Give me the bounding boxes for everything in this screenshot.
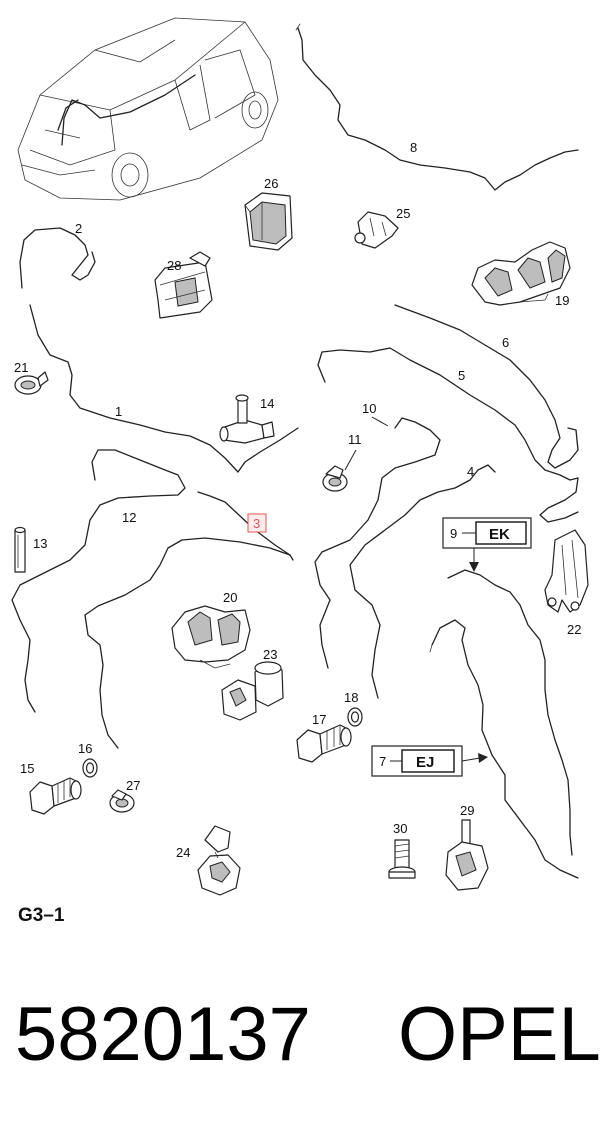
tee-connector-14: [219, 394, 275, 444]
callout-26: 26: [264, 176, 278, 191]
callout-30: 30: [393, 821, 407, 836]
callout-6: 6: [502, 335, 509, 350]
callout-18: 18: [344, 690, 358, 705]
callout-27: 27: [126, 778, 140, 793]
clip-24: [197, 825, 241, 896]
brake-pipe-4: [349, 464, 496, 699]
bracket-22: [544, 529, 589, 613]
banjo-bolt-15: [29, 777, 82, 815]
callout-20: 20: [223, 590, 237, 605]
callout-22: 22: [567, 622, 581, 637]
clamp-11: [322, 465, 348, 492]
callout-12: 12: [122, 510, 136, 525]
bolt-30: [388, 839, 416, 879]
callout-28: 28: [167, 258, 181, 273]
callout-10: 10: [362, 401, 376, 416]
clip-29: [445, 819, 489, 891]
clip-28: [154, 251, 213, 319]
holder-20: [171, 605, 251, 669]
callout-24: 24: [176, 845, 190, 860]
callout-7: 7: [379, 754, 386, 769]
callout-9: 9: [450, 526, 457, 541]
brand-name: OPEL: [398, 992, 600, 1077]
washer-16: [82, 758, 98, 778]
callout-4: 4: [467, 464, 474, 479]
callout-3-highlight[interactable]: 3: [247, 513, 267, 533]
brake-pipe-5: [317, 347, 579, 481]
brake-pipe-6: [394, 304, 579, 469]
callout-11: 11: [348, 432, 362, 447]
brake-pipe-3: [197, 491, 294, 561]
callout-21: 21: [14, 360, 28, 375]
clamp-21: [14, 371, 49, 395]
brake-pipe-9: [447, 569, 573, 856]
callout-17: 17: [312, 712, 326, 727]
callout-13: 13: [33, 536, 47, 551]
clamp-27: [109, 789, 135, 813]
clip-23: [221, 661, 284, 721]
callout-1: 1: [115, 404, 122, 419]
callout-8: 8: [410, 140, 417, 155]
part-number: 5820137: [15, 992, 311, 1077]
callout-29: 29: [460, 803, 474, 818]
brake-pipe-1: [29, 304, 299, 473]
sheet-label: G3–1: [18, 905, 65, 926]
clip-25: [354, 211, 399, 249]
banjo-bolt-17: [296, 724, 352, 763]
sleeve-26: [244, 192, 293, 251]
callout-14: 14: [260, 396, 274, 411]
callout-19: 19: [555, 293, 569, 308]
callout-15: 15: [20, 761, 34, 776]
callout-3: 3: [253, 516, 260, 531]
holder-19: [471, 241, 571, 306]
callout-25: 25: [396, 206, 410, 221]
vehicle-location-sketch: [17, 17, 279, 201]
variant-box-ej: 7 EJ: [371, 745, 488, 777]
callout-23: 23: [263, 647, 277, 662]
brake-pipe-10: [314, 417, 441, 669]
variant-label-ek: EK: [489, 526, 510, 543]
callout-2: 2: [75, 221, 82, 236]
callout-5: 5: [458, 368, 465, 383]
variant-label-ej: EJ: [416, 754, 434, 771]
variant-box-ek: 9 EK: [442, 517, 532, 572]
brake-pipe-8: [297, 27, 579, 191]
brake-pipe-2: [19, 227, 96, 289]
brake-pipe-12: [11, 449, 186, 713]
brake-pipe-7: [431, 619, 579, 879]
callout-16: 16: [78, 741, 92, 756]
washer-18: [347, 707, 363, 727]
sleeve-13: [14, 526, 26, 573]
